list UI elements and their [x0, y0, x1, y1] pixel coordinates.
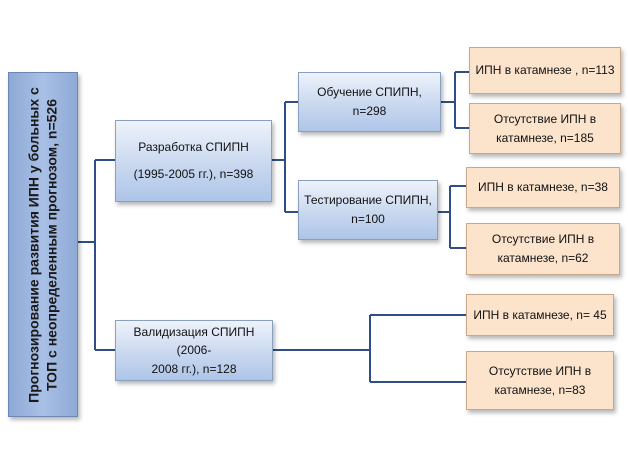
test-ipn-label: ИПН в катамнезе, n=38	[478, 180, 608, 195]
validation-label-line2: 2008 гг.), n=128	[151, 361, 237, 376]
valid-ipn-label: ИПН в катамнезе, n= 45	[473, 307, 607, 322]
development-label-line1: Разработка СПИПН	[138, 140, 249, 155]
development-label-line2: (1995-2005 гг.), n=398	[133, 167, 254, 181]
training-box: Обучение СПИПН, n=298	[298, 72, 441, 132]
valid-absent-box: Отсутствие ИПН в катамнезе, n=83	[466, 351, 614, 410]
validation-box: Валидизация СПИПН (2006- 2008 гг.), n=12…	[115, 320, 273, 381]
valid-ipn-box: ИПН в катамнезе, n= 45	[466, 294, 614, 336]
root-label: Прогнозирование развития ИПН у больных с…	[25, 86, 60, 403]
connector-root	[78, 159, 115, 351]
connector-validation	[273, 314, 466, 383]
training-label: Обучение СПИПН, n=298	[317, 85, 422, 118]
validation-label-line1: Валидизация СПИПН (2006-	[133, 324, 255, 358]
connector-training	[441, 71, 469, 129]
train-ipn-label: ИПН в катамнезе , n=113	[475, 63, 615, 78]
train-absent-box: Отсутствие ИПН в катамнезе, n=185	[469, 103, 621, 154]
connector-testing	[438, 185, 466, 249]
testing-label-line2: n=100	[351, 212, 385, 226]
valid-absent-label-line2: катамнезе, n=83	[494, 382, 586, 397]
train-absent-label-line1: Отсутствие ИПН в	[493, 111, 597, 126]
train-ipn-box: ИПН в катамнезе , n=113	[469, 47, 621, 94]
valid-absent-label-line1: Отсутствие ИПН в	[488, 363, 592, 378]
testing-label-line1: Тестирование СПИПН,	[304, 193, 432, 208]
testing-box: Тестирование СПИПН, n=100	[298, 180, 438, 240]
development-box: Разработка СПИПН (1995-2005 гг.), n=398	[115, 120, 272, 202]
test-absent-label-line1: Отсутствие ИПН в	[491, 232, 595, 247]
root-box: Прогнозирование развития ИПН у больных с…	[8, 72, 78, 417]
train-absent-label-line2: катамнезе, n=185	[496, 130, 594, 145]
test-ipn-box: ИПН в катамнезе, n=38	[466, 167, 620, 208]
test-absent-box: Отсутствие ИПН в катамнезе, n=62	[466, 223, 620, 275]
test-absent-label-line2: катамнезе, n=62	[497, 251, 589, 265]
connector-development	[272, 101, 298, 213]
